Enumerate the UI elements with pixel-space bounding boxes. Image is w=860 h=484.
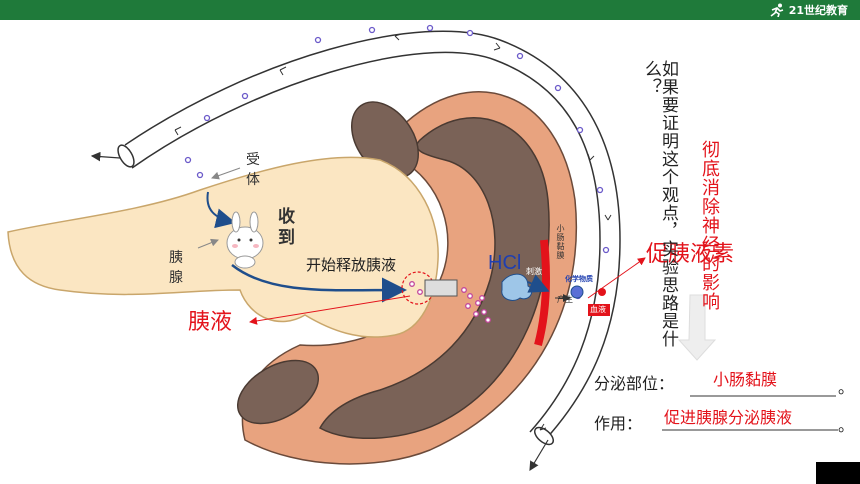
annotation-text: 彻底消除神经的影响 [699, 140, 720, 311]
site-answer: 小肠黏膜 [713, 370, 778, 389]
blood-vessel-inner [131, 51, 601, 433]
function-end: 。 [838, 416, 855, 435]
question-text: 如果要证明这个观点，实验思路是什么？ [641, 60, 678, 348]
pancreas-label: 胰腺 [169, 250, 183, 286]
pancreas-pointer [197, 238, 219, 249]
secretin-label: 促胰液素 [646, 242, 735, 267]
vessel-end-left [117, 144, 135, 168]
blood-flow-dots [184, 24, 610, 300]
site-end: 。 [838, 378, 855, 397]
start-release-label: 开始释放胰液 [306, 256, 397, 274]
hcl-label: HCl [488, 252, 522, 274]
juice-dots [409, 281, 491, 323]
site-label: 分泌部位： [594, 374, 675, 393]
bunny-icon [226, 211, 264, 269]
blood-vessel-outer [124, 30, 621, 441]
runner-icon [770, 3, 783, 17]
stimulate-label: 刺激 [526, 267, 542, 276]
hcl-blob [501, 273, 533, 301]
function-answer: 促进胰腺分泌胰液 [664, 408, 793, 427]
produce-label: 产生 [557, 295, 573, 304]
mucosa-strip [534, 239, 550, 347]
function-label: 作用： [594, 414, 643, 433]
pancreas-shape [7, 156, 439, 338]
brand-logo: 21世纪教育 [769, 2, 848, 18]
secretin-pointer [587, 257, 646, 299]
chemical-dot [570, 285, 584, 299]
intestine-lumen [318, 117, 550, 440]
duodenum-end-bottom [236, 359, 320, 425]
blood-red-dot [598, 288, 606, 296]
juice-pointer [249, 295, 411, 325]
pancreatic-juice-label: 胰液 [188, 310, 233, 335]
release-arrow [231, 264, 407, 303]
receptor-arrow [206, 191, 236, 229]
mucosa-small-label: 小肠黏膜 [556, 224, 565, 260]
got-it-label: 收到 [278, 207, 295, 248]
hcl-arrow [527, 274, 550, 293]
vessel-exit-arrow-bottom [529, 439, 549, 472]
receptor-pointer [211, 167, 241, 180]
brand-text: 21世纪教育 [788, 4, 848, 17]
vessel-exit-arrow-left [90, 151, 121, 162]
corner-block [816, 462, 860, 484]
receive-label-1: 受体 [246, 152, 260, 188]
top-bar: 21世纪教育 [0, 0, 860, 20]
pancreatic-duct [424, 279, 458, 297]
down-arrow-bg [677, 294, 717, 361]
vessel-end-bottom [533, 426, 555, 446]
blood-label: 血液 [590, 305, 606, 314]
flow-arrows [174, 33, 612, 431]
blood-tag [588, 304, 610, 316]
chemical-label: 化学物质 [565, 275, 593, 283]
